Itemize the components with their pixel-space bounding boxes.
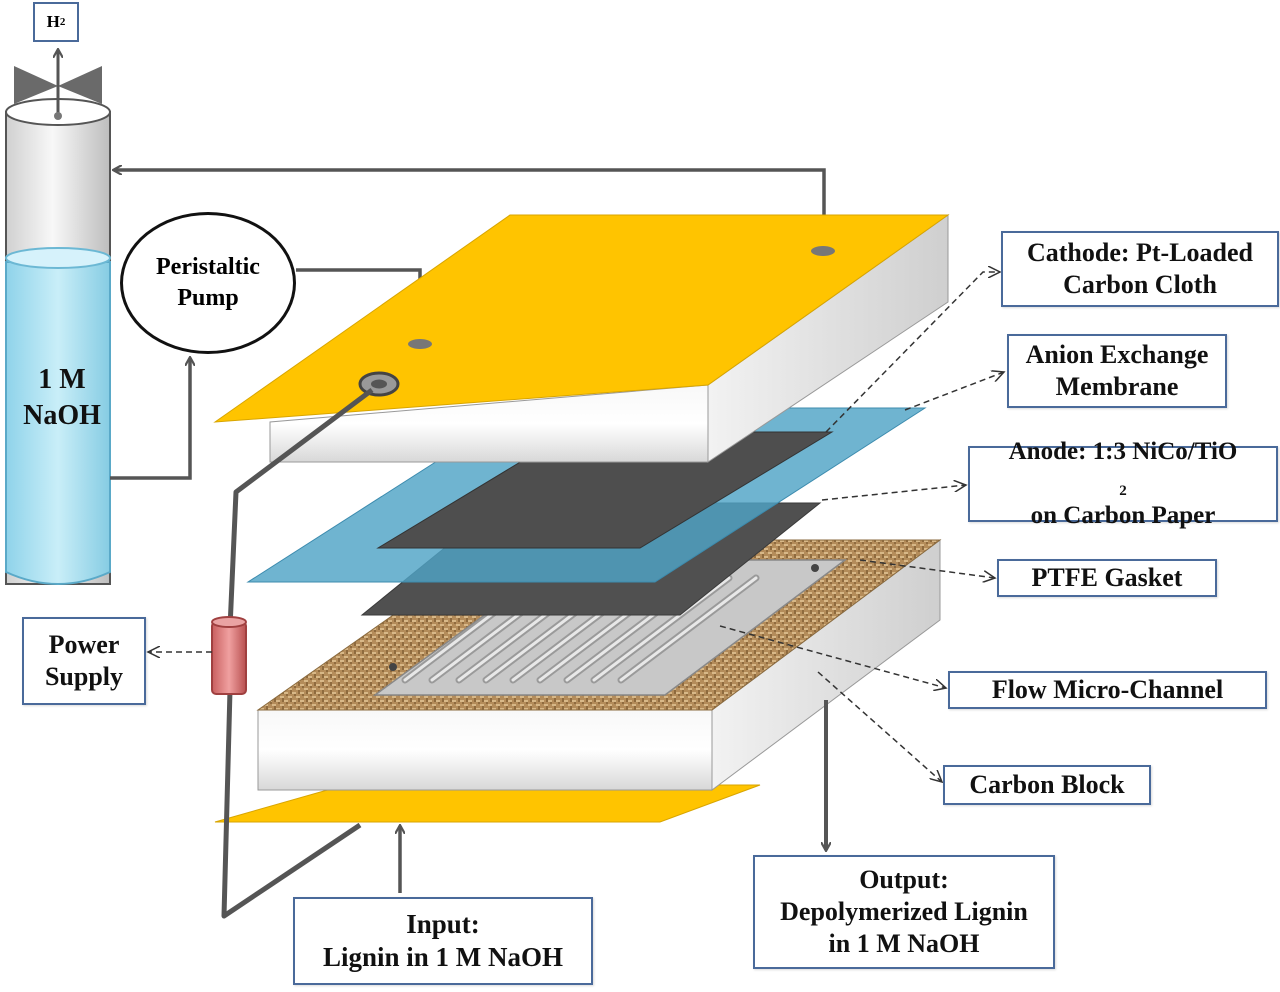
- bottom-current-collector: [214, 784, 761, 823]
- anode-label: Anode: 1:3 NiCo/TiO 2 on Carbon Paper: [968, 438, 1278, 529]
- membrane-label: Anion Exchange Membrane: [1007, 334, 1227, 408]
- anode-label-line2: on Carbon Paper: [1030, 501, 1216, 529]
- hydrogen-subscript: 2: [59, 16, 66, 28]
- power-supply-label-line2: Supply: [44, 662, 124, 691]
- reservoir-label: 1 M NaOH: [14, 362, 110, 435]
- anode-label-subscript: 2: [1119, 483, 1127, 500]
- reservoir-label-line2: NaOH: [23, 400, 101, 432]
- power-supply-icon: [211, 616, 247, 695]
- output-label-line3: in 1 M NaOH: [828, 928, 980, 958]
- flow-channel-label-line1: Flow Micro-Channel: [991, 675, 1224, 705]
- power-supply-label: Power Supply: [22, 617, 146, 705]
- gasket-label-line1: PTFE Gasket: [1031, 563, 1183, 593]
- membrane-label-line1: Anion Exchange: [1025, 340, 1209, 370]
- cathode-label: Cathode: Pt-Loaded Carbon Cloth: [1001, 231, 1279, 307]
- pump-feed-line: [110, 358, 190, 480]
- membrane-label-line2: Membrane: [1055, 372, 1179, 401]
- callout-leaders: [148, 272, 1004, 782]
- cathode-carbon-cloth: [376, 431, 834, 549]
- reservoir-tube: [5, 98, 111, 585]
- input-label-line1: Input:: [406, 909, 480, 940]
- pump-label-line2: Pump: [177, 285, 239, 311]
- pump-label-line1: Peristaltic: [156, 253, 260, 280]
- anode-label-line1: Anode: 1:3 NiCo/TiO: [1008, 437, 1238, 465]
- flow-channel-label: Flow Micro-Channel: [948, 671, 1267, 709]
- gasket-label: PTFE Gasket: [997, 559, 1217, 597]
- output-label-line2: Depolymerized Lignin: [780, 897, 1028, 927]
- power-supply-label-line1: Power: [48, 630, 120, 660]
- carbon-block-label-line1: Carbon Block: [969, 770, 1125, 800]
- circuit-wire: [221, 388, 374, 919]
- cathode-label-line1: Cathode: Pt-Loaded: [1026, 238, 1254, 268]
- carbon-block-label: Carbon Block: [943, 765, 1151, 805]
- input-label-line2: Lignin in 1 M NaOH: [322, 942, 564, 972]
- output-label-line1: Output:: [859, 865, 949, 895]
- top-end-plate: [213, 214, 950, 463]
- input-label: Input: Lignin in 1 M NaOH: [293, 897, 593, 985]
- cathode-label-line2: Carbon Cloth: [1063, 270, 1217, 299]
- gas-valve-icon: [14, 50, 102, 120]
- output-label: Output: Depolymerized Lignin in 1 M NaOH: [753, 855, 1055, 969]
- hydrogen-symbol: H: [46, 12, 60, 31]
- peristaltic-pump: Peristaltic Pump: [120, 212, 296, 354]
- reservoir-label-line1: 1 M: [38, 364, 86, 395]
- top-current-collector: [213, 214, 950, 423]
